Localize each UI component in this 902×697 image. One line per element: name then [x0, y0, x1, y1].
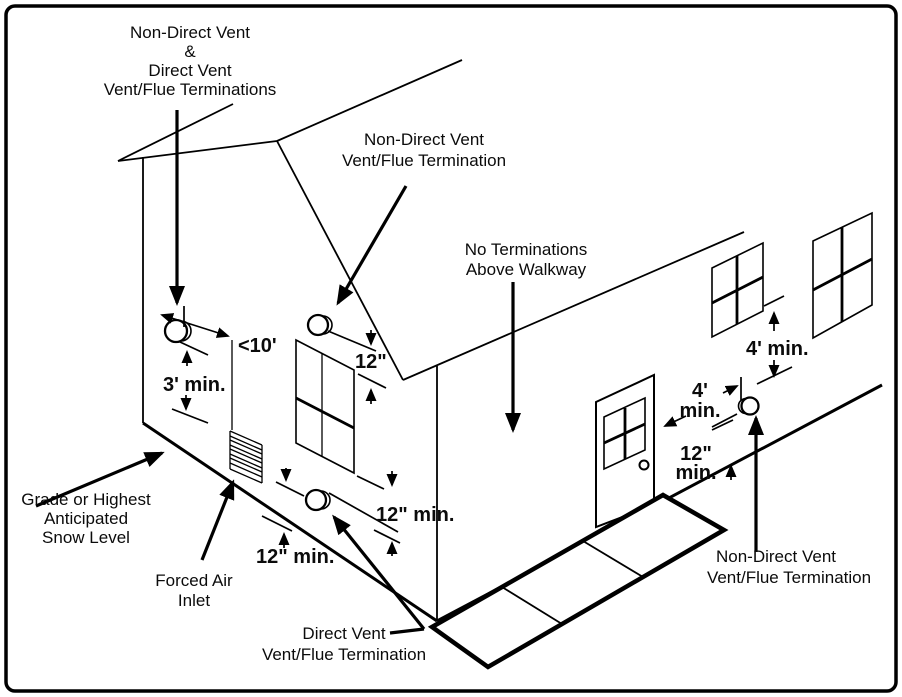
- left-eave-line: [117, 140, 278, 162]
- louver-slat: [229, 453, 263, 469]
- dim-text-12in: 12": [355, 351, 387, 373]
- dim-dash-grade-level: [261, 515, 293, 532]
- roof-ridge-line: [276, 59, 463, 142]
- dim-dash-vent-level: [179, 341, 209, 356]
- dim-arrow-to-vent: [722, 385, 739, 396]
- louver-slat: [229, 444, 263, 460]
- dim-text-12in-min: 12" min.: [376, 504, 454, 526]
- right-window-1-frame: [711, 241, 764, 339]
- dim-dash-window-bottom: [356, 475, 385, 490]
- door-window-frame: [603, 396, 646, 471]
- right-window-2-horizontal-muntin: [812, 257, 873, 292]
- right-window-2-frame: [812, 211, 873, 340]
- pointer-arrows: [35, 110, 764, 635]
- dim-dash-3ft-level: [171, 408, 209, 424]
- label-non-direct-vent-right: Non-Direct Vent: [716, 547, 836, 566]
- label-terminations-top: Vent/Flue Terminations: [104, 80, 277, 99]
- label-direct-vent: Vent/Flue Termination: [262, 645, 426, 664]
- non-direct-vent-termination-upper: [306, 313, 330, 337]
- right-window-1-horizontal-muntin: [711, 275, 764, 305]
- dim-text-12in: 12": [680, 443, 712, 465]
- non-direct-vent-termination-right: [740, 396, 760, 416]
- dim-text-less-than-10ft: <10': [238, 335, 277, 357]
- front-window-horizontal-muntin: [295, 396, 355, 430]
- grade-line-front: [142, 421, 438, 623]
- louver-slat: [229, 468, 263, 484]
- dim-text-4ft-min: 4' min.: [746, 338, 809, 360]
- label-no-terminations: Above Walkway: [466, 260, 587, 279]
- louver-slat: [229, 435, 263, 451]
- direct-vent-termination-lower: [304, 488, 328, 512]
- walkway-joint-line: [501, 586, 563, 625]
- label-grade: Snow Level: [42, 528, 130, 547]
- dim-dash-vent-level: [327, 330, 377, 352]
- right-window-1: [711, 241, 764, 339]
- walkway-slab: [427, 492, 729, 670]
- dim-dash-vent-level: [275, 481, 305, 497]
- louver-slat: [229, 448, 263, 464]
- dimension-texts: <10' 3' min. 12" 12" min. 12" min. 4' mi…: [163, 335, 809, 568]
- forced-air-inlet-louver: [229, 430, 263, 484]
- arrow-to-upper-vent: [336, 185, 408, 306]
- entry-door: [595, 373, 655, 529]
- dim-arrow-to-door: [663, 415, 687, 427]
- label-terminations-top: Non-Direct Vent: [130, 23, 250, 42]
- dim-dash-vent-level: [711, 413, 738, 428]
- louver-slat: [229, 430, 263, 446]
- dim-dash: [711, 419, 734, 431]
- dim-text-4ft: 4': [692, 380, 708, 402]
- direct-vent-leader-line: [389, 627, 425, 635]
- dim-arrow-less-than-10ft: [160, 313, 230, 338]
- label-forced-air-inlet: Inlet: [178, 591, 210, 610]
- label-terminations-top: Direct Vent: [148, 61, 231, 80]
- dim-dash-vent-level: [756, 366, 793, 385]
- louver-slat: [229, 457, 263, 473]
- door-window-horizontal-muntin: [603, 422, 646, 445]
- arrow-to-grade-line: [35, 451, 165, 508]
- louver-slat: [229, 439, 263, 455]
- label-grade: Grade or Highest: [21, 490, 151, 509]
- dim-text-12in-min: 12" min.: [256, 546, 334, 568]
- dim-dash-window-bottom: [763, 295, 785, 307]
- dim-dash-vent-level: [328, 492, 399, 533]
- front-window: [295, 338, 355, 475]
- arrow-to-forced-air-inlet: [200, 479, 235, 561]
- louver-slat: [229, 462, 263, 478]
- arrow-to-lower-vent: [332, 514, 426, 631]
- label-no-terminations: No Terminations: [465, 240, 588, 259]
- front-window-frame: [295, 338, 355, 475]
- dim-text-min: min.: [675, 462, 716, 484]
- label-non-direct-vent-right: Vent/Flue Termination: [707, 568, 871, 587]
- right-window-2: [812, 211, 873, 340]
- label-grade: Anticipated: [44, 509, 128, 528]
- gable-rake-line: [276, 140, 404, 381]
- walkway: [427, 492, 729, 670]
- dim-text-3ft-min: 3' min.: [163, 374, 226, 396]
- label-direct-vent: Direct Vent: [302, 624, 385, 643]
- door-knob: [638, 459, 650, 471]
- dim-dash: [373, 529, 401, 544]
- right-eave-line: [402, 231, 745, 381]
- text-labels: Non-Direct Vent & Direct Vent Vent/Flue …: [21, 23, 871, 664]
- dimension-lines: [160, 295, 793, 556]
- label-non-direct-vent-mid: Vent/Flue Termination: [342, 151, 506, 170]
- label-non-direct-vent-mid: Non-Direct Vent: [364, 130, 484, 149]
- dim-dash-window-top: [357, 373, 387, 389]
- label-terminations-top: &: [184, 42, 196, 61]
- label-forced-air-inlet: Forced Air: [155, 571, 233, 590]
- walkway-joint-line: [582, 540, 644, 578]
- dim-text-min: min.: [679, 400, 720, 422]
